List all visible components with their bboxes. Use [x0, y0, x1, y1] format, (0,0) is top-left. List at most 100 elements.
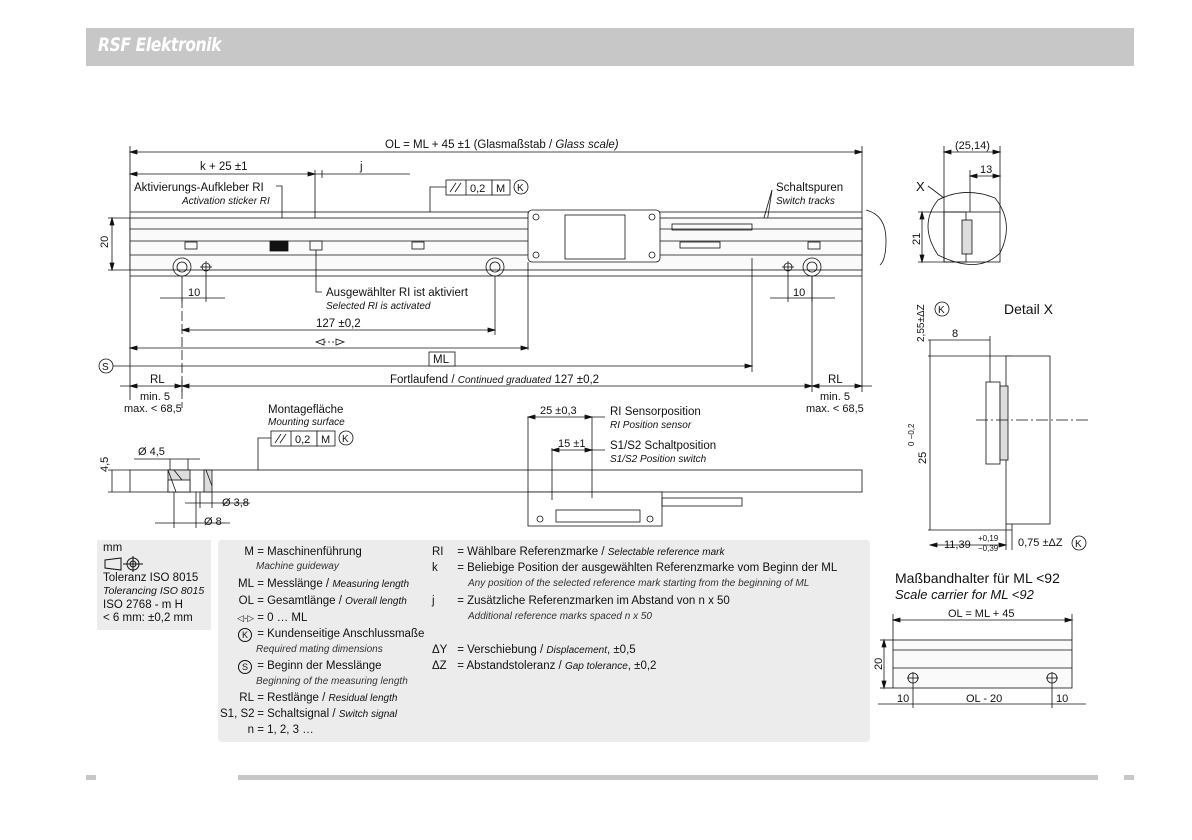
legend-row-m: M = Maschinenführung [244, 546, 362, 558]
svg-text:K: K [938, 305, 945, 316]
mount-sublabel: Mounting surface [268, 417, 345, 428]
h45-label: 4,5 [99, 457, 111, 472]
carrier-ol: OL = ML + 45 [948, 608, 1014, 620]
projection-symbol-icon [104, 555, 143, 572]
ol-label: OL = ML + 45 ±1 (Glasmaßstab / Glass sca… [385, 139, 619, 151]
max-right: max. < 68,5 [806, 403, 864, 415]
sticker-label: Aktivierungs-Aufkleber RI [134, 182, 264, 194]
dim-10-left: 10 [188, 287, 200, 299]
min-right: min. 5 [820, 391, 850, 403]
dim-25: 25 ±0,3 [540, 405, 577, 417]
svg-text:0,2: 0,2 [295, 434, 310, 446]
d8-label: Ø 8 [204, 516, 222, 528]
side-view: Montagefläche Mounting surface 0,2 M K Ø… [99, 404, 863, 528]
scanning-head [527, 209, 661, 263]
pitch-127: 127 ±0,2 [316, 318, 361, 330]
ri-sensor-label: RI Sensorposition [610, 406, 701, 418]
carrier-title: Maßbandhalter für ML <92 [895, 570, 1060, 586]
legend-row-k-lower: k = Beliebige Position der ausgewählten … [432, 562, 838, 574]
selected-ri-label: Ausgewählter RI ist aktiviert [326, 287, 469, 299]
carrier-d10r: 10 [1056, 693, 1068, 705]
dim-8: 8 [952, 328, 958, 340]
tracks-label: Schaltspuren [776, 182, 843, 194]
svg-text:K: K [1075, 539, 1082, 550]
tol-en: Tolerancing ISO 8015 [103, 585, 205, 597]
dz-top: 2,55±ΔZ [916, 304, 927, 342]
svg-text:M: M [496, 183, 505, 195]
mount-label: Montagefläche [268, 404, 343, 416]
width-13: 13 [980, 164, 992, 176]
rl-right: RL [828, 374, 843, 386]
ri-sensor-sublabel: RI Position sensor [610, 420, 692, 431]
legend-row-k: K = Kundenseitige Anschlussmaße [226, 628, 424, 642]
svg-text:M: M [321, 434, 330, 446]
max-left: max. < 68,5 [124, 403, 182, 415]
d38-label: Ø 3,8 [222, 497, 249, 509]
width-2514: (25,14) [955, 140, 990, 152]
lt6-label: < 6 mm: ±0,2 mm [103, 612, 193, 624]
flatness-tolerance-frame: 0,2 M K [429, 179, 529, 212]
unit-label: mm [103, 542, 123, 554]
svg-text:−0,39: −0,39 [978, 544, 999, 553]
dim-15: 15 ±1 [558, 438, 585, 450]
scale-carrier-drawing: OL = ML + 45 20 10 OL - 20 10 [873, 608, 1086, 708]
tracks-sublabel: Switch tracks [776, 196, 835, 207]
dim-1139: 11,39 [944, 539, 971, 551]
svg-text:K: K [342, 434, 349, 445]
footer-bar-right [1124, 775, 1134, 780]
tol-de: Toleranz ISO 8015 [103, 571, 199, 584]
legend-row-dy: ΔY = Verschiebung / Displacement, ±0,5 [432, 644, 636, 656]
x-mark: X [916, 179, 925, 194]
iso-label: ISO 2768 - m H [103, 598, 183, 611]
dim-10-right: 10 [793, 287, 805, 299]
s-switch-sublabel: S1/S2 Position switch [610, 454, 707, 465]
svg-text:+0,19: +0,19 [978, 534, 999, 543]
footer-bar-left [86, 775, 96, 780]
s-switch-label: S1/S2 Schaltposition [610, 440, 716, 452]
dim-25-tol: 0 −0,2 [907, 423, 916, 446]
scale-side-profile [129, 469, 863, 493]
j-label: j [359, 161, 363, 173]
end-view: (25,14) 13 X 21 [911, 140, 1007, 265]
min-left: min. 5 [140, 391, 170, 403]
header-bar: RSF Elektronik [86, 28, 1134, 66]
carrier-h20: 20 [873, 658, 885, 670]
legend-row-s1s2: S1, S2 = Schaltsignal / Switch signal [220, 708, 398, 720]
k-dim-label: k + 25 ±1 [200, 161, 248, 173]
footer-bar-main [238, 775, 1098, 780]
ml-label: ML [433, 354, 450, 366]
height-21: 21 [911, 233, 923, 245]
legend-row-zero-ml: ◁-▷ = 0 … ML [237, 612, 308, 624]
legend-row-ol: OL = Gesamtlänge / Overall length [238, 595, 407, 607]
head-side [527, 491, 663, 527]
dim-075: 0,75 ±ΔZ [1018, 537, 1063, 549]
units-panel: mm Toleranz ISO 8015 Tolerancing ISO 801… [97, 540, 211, 630]
ml-box [428, 351, 456, 367]
svg-text:0,2: 0,2 [470, 183, 485, 195]
legend-row-ri: RI = Wählbare Referenzmarke / Selectable… [432, 546, 725, 558]
height-20: 20 [99, 236, 111, 248]
dim-25-detail: 25 [917, 452, 929, 464]
legend-row-rl: RL = Restlänge / Residual length [239, 692, 398, 704]
carrier-d10l: 10 [897, 693, 909, 705]
brand-logo: RSF Elektronik [98, 34, 222, 56]
d45-label: Ø 4,5 [138, 446, 165, 458]
legend-row-n: n = 1, 2, 3 … [247, 724, 314, 736]
s-mark: S [102, 362, 109, 373]
legend-row-s: S = Beginn der Messlänge [226, 660, 382, 674]
detail-title: Detail X [1004, 301, 1054, 317]
carrier-subtitle: Scale carrier for ML <92 [895, 587, 1034, 602]
legend-row-dz: ΔZ = Abstandstoleranz / Gap tolerance, ±… [432, 660, 657, 672]
selected-ri-sublabel: Selected RI is activated [326, 301, 431, 312]
sticker-sublabel: Activation sticker RI [181, 196, 270, 207]
svg-text:K: K [517, 183, 524, 194]
legend-panel: M = Maschinenführung Machine guideway ML… [218, 540, 870, 742]
legend-row-j: j = Zusätzliche Referenzmarken im Abstan… [432, 595, 730, 607]
rl-left: RL [150, 374, 165, 386]
top-view: OL = ML + 45 ±1 (Glasmaßstab / Glass sca… [98, 139, 887, 415]
detail-x: K Detail X 2,55±ΔZ 8 25 0 −0,2 11,39 +0,… [907, 301, 1090, 553]
legend-row-ml: ML = Messlänge / Measuring length [238, 578, 410, 590]
carrier-mid: OL - 20 [966, 693, 1002, 705]
continued-label: Fortlaufend / Continued graduated 127 ±0… [390, 374, 599, 386]
